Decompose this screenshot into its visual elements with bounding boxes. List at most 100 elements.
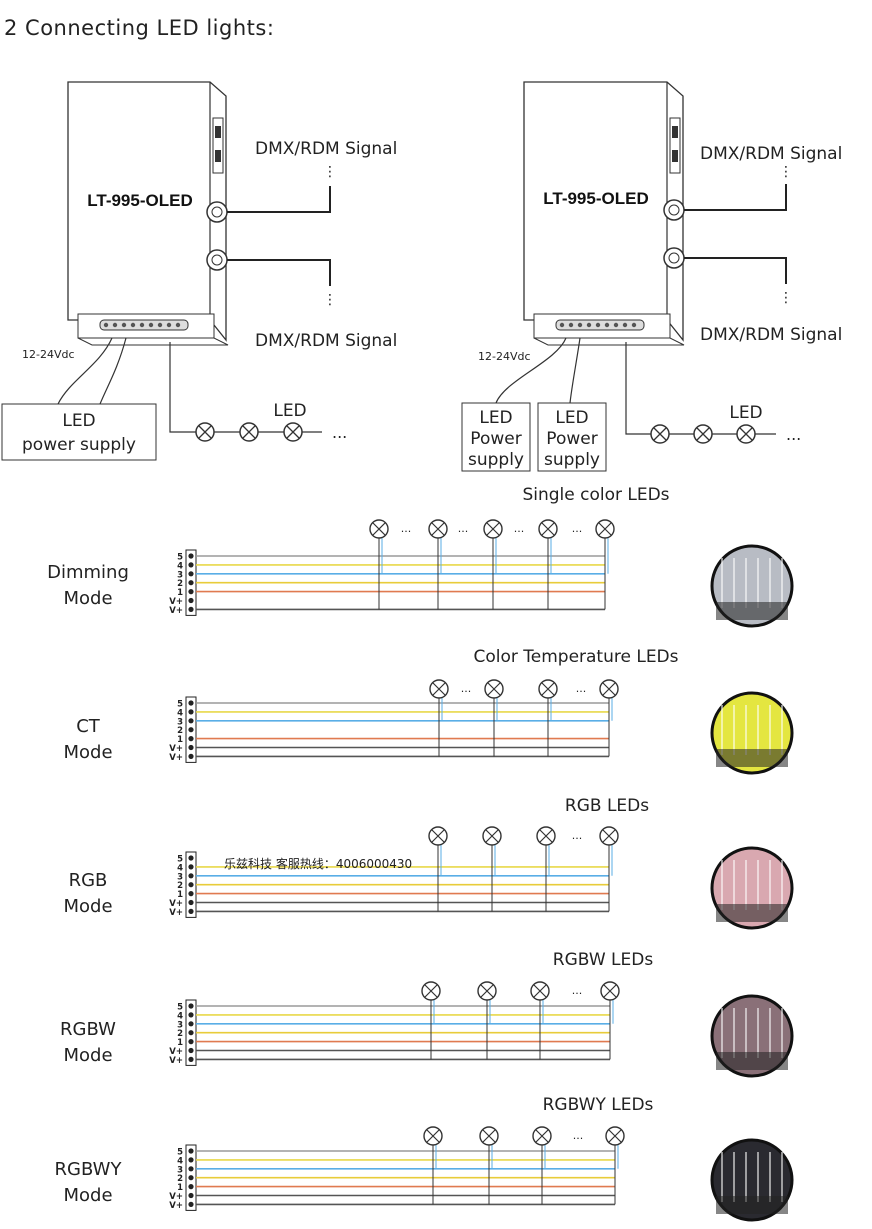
lamp-ellipsis: ...: [461, 682, 472, 695]
terminal-label: 3: [177, 1020, 183, 1030]
led-lamp-icon: [239, 422, 259, 442]
led-lamp-icon: [477, 981, 497, 1001]
xlr-connector-out: [663, 247, 685, 269]
wiring-diagram-left: LT-995-OLED ⋮ ⋮ DMX/RDM Signal DMX/RDM S…: [1, 81, 397, 461]
mode-title: RGB LEDs: [565, 796, 649, 816]
mode-diagrams: Single color LEDsDimmingMode54321V+V+...…: [47, 485, 794, 1222]
led-lamp-icon: [479, 1126, 499, 1146]
terminal-label: V+: [169, 899, 183, 909]
power-supply-box-a: [461, 402, 531, 472]
led-ellipsis: ...: [332, 423, 347, 442]
xlr-connector-in: [206, 201, 228, 223]
dmx-signal-in-label: DMX/RDM Signal: [700, 144, 842, 164]
mode-label-line-2: Mode: [63, 1185, 112, 1206]
led-installation-photo: [710, 1138, 794, 1222]
voltage-label: 12-24Vdc: [478, 350, 531, 363]
xlr-connector-in: [663, 199, 685, 221]
mode-label-line-1: RGBWY: [55, 1159, 123, 1180]
lamp-ellipsis: ...: [572, 829, 583, 842]
wiring-diagram-right: LT-995-OLED ⋮ ⋮ DMX/RDM Signal DMX/RDM S…: [461, 81, 842, 472]
terminal-label: V+: [169, 1056, 183, 1066]
terminal-label: 3: [177, 570, 183, 580]
terminal-pin: [188, 700, 194, 706]
terminal-pin: [188, 864, 194, 870]
terminal-pin: [188, 1021, 194, 1027]
led-lamp-icon: [421, 981, 441, 1001]
terminal-pin: [188, 553, 194, 559]
terminal-pin: [188, 1166, 194, 1172]
terminal-label: V+: [169, 606, 183, 616]
terminal-label: 2: [177, 881, 183, 891]
dmx-signal-out-label: DMX/RDM Signal: [255, 331, 397, 351]
terminal-label: 1: [177, 890, 183, 900]
terminal-label: 5: [177, 553, 183, 563]
mode-title: Single color LEDs: [522, 485, 669, 505]
terminal-pin: [188, 606, 194, 613]
mode-dimming: Single color LEDsDimmingMode54321V+V+...…: [47, 485, 794, 628]
terminal-pin: [188, 597, 194, 604]
power-a-line-1: LED: [479, 408, 512, 428]
terminal-label: 4: [177, 1011, 183, 1021]
terminal-label: 1: [177, 735, 183, 745]
power-a-line-2: Power: [470, 429, 521, 449]
mode-rgbwy: RGBWY LEDsRGBWYMode54321V+V+...: [55, 1095, 794, 1222]
led-installation-photo: [710, 994, 794, 1078]
led-installation-photo: [710, 846, 794, 930]
mode-label-line-1: RGBW: [60, 1019, 116, 1040]
mode-label-line-2: Mode: [63, 896, 112, 917]
terminal-pin: [188, 571, 194, 577]
terminal-label: V+: [169, 908, 183, 918]
mode-rgbw: RGBW LEDsRGBWMode54321V+V+...: [60, 950, 794, 1078]
mode-label-line-2: Mode: [63, 1045, 112, 1066]
power-b-line-2: Power: [546, 429, 597, 449]
led-lamp-icon: [428, 519, 448, 539]
terminal-pin: [188, 873, 194, 879]
terminal-label: V+: [169, 1192, 183, 1202]
dmx-signal-in-label: DMX/RDM Signal: [255, 139, 397, 159]
dmx-connector-top: [669, 117, 681, 174]
terminal-pin: [188, 1157, 194, 1163]
terminal-label: 3: [177, 717, 183, 727]
terminal-pin: [188, 727, 194, 733]
svg-text:⋮: ⋮: [323, 292, 337, 308]
led-lamp-icon: [283, 422, 303, 442]
device-body: [67, 81, 227, 342]
terminal-pin: [188, 908, 194, 915]
led-lamp-icon: [423, 1126, 443, 1146]
mode-title: Color Temperature LEDs: [473, 647, 678, 667]
terminal-pin: [188, 589, 194, 595]
terminal-pin: [188, 1201, 194, 1207]
terminal-label: 1: [177, 588, 183, 598]
terminal-pin: [188, 891, 194, 897]
power-a-line-3: supply: [468, 450, 524, 470]
lamp-ellipsis: ...: [572, 522, 583, 535]
terminal-label: 3: [177, 1165, 183, 1175]
led-lamp-icon: [599, 679, 619, 699]
terminal-label: 5: [177, 1003, 183, 1013]
terminal-label: 2: [177, 726, 183, 736]
terminal-pin: [188, 855, 194, 861]
power-supply-line-2: power supply: [22, 435, 136, 455]
dmx-connector-top: [212, 117, 224, 174]
led-lamp-icon: [369, 519, 389, 539]
terminal-pin: [188, 744, 194, 751]
led-lamp-icon: [600, 981, 620, 1001]
lamp-ellipsis: ...: [458, 522, 469, 535]
led-lamp-icon: [536, 826, 556, 846]
lamp-ellipsis: ...: [401, 522, 412, 535]
terminal-pin: [188, 882, 194, 888]
mode-label-line-2: Mode: [63, 588, 112, 609]
led-lamp-icon: [599, 826, 619, 846]
terminal-label: V+: [169, 753, 183, 763]
voltage-label: 12-24Vdc: [22, 348, 75, 361]
led-ellipsis: ...: [786, 425, 801, 444]
led-lamp-icon: [532, 1126, 552, 1146]
terminal-label: 5: [177, 700, 183, 710]
terminal-pin: [188, 1056, 194, 1062]
led-lamp-icon: [650, 424, 670, 444]
mode-rgb: RGB LEDsRGBMode54321V+V+...: [63, 796, 794, 930]
led-label: LED: [729, 403, 762, 423]
xlr-connector-out: [206, 249, 228, 271]
terminal-label: 5: [177, 855, 183, 865]
power-b-line-3: supply: [544, 450, 600, 470]
